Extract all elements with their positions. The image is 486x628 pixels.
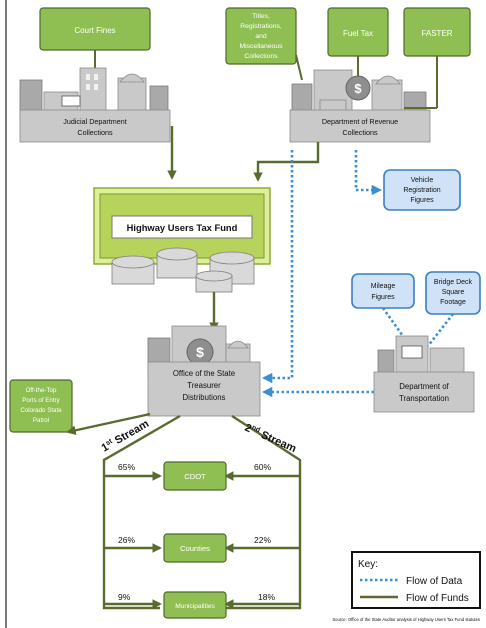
counties-second-pct: 22%	[254, 535, 271, 545]
vehicle-line-3: Figures	[410, 197, 434, 204]
mileage-line-1: Mileage	[371, 283, 396, 290]
off-top-line-3: Colorado State	[20, 407, 62, 414]
recipient-municipalities: Municipalities	[163, 591, 227, 619]
faster-label: FASTER	[421, 29, 452, 38]
judicial-label-2: Collections	[77, 128, 113, 137]
off-top-line-4: Patrol	[33, 417, 49, 424]
bridge-deck-box: Bridge Deck Square Footage	[425, 271, 481, 315]
legend-key: Key: Flow of Data Flow of Funds	[351, 551, 481, 609]
fuel-tax-label: Fuel Tax	[343, 29, 373, 38]
court-fines-label: Court Fines	[74, 26, 115, 35]
municipalities-label: Municipalities	[175, 603, 215, 610]
revenue-to-fund-arrow	[253, 142, 320, 182]
bridge-line-3: Footage	[440, 299, 466, 306]
fuel-tax-box: Fuel Tax	[327, 7, 389, 57]
revenue-to-vehicle-data	[354, 150, 383, 196]
titles-line-3: and	[255, 33, 267, 40]
recipient-cdot: CDOT	[163, 461, 227, 491]
treasurer-building: $ Office of the State Treasurer Distribu…	[147, 325, 261, 417]
source-note: Source: Office of the State Auditor anal…	[332, 617, 480, 622]
titles-line-5: Collections	[244, 53, 278, 60]
bridge-line-2: Square	[442, 289, 465, 296]
judicial-building: Judicial Department Collections	[19, 67, 171, 143]
transportation-label-2: Transportation	[399, 394, 449, 403]
bridge-to-transportation-data	[426, 313, 455, 347]
bridge-line-1: Bridge Deck	[434, 279, 473, 286]
vehicle-line-2: Registration	[403, 187, 440, 194]
revenue-label-2: Collections	[342, 128, 378, 137]
transportation-label-1: Department of	[399, 382, 449, 391]
treasurer-label-1: Office of the State	[173, 369, 235, 378]
judicial-label-1: Judicial Department	[63, 117, 127, 126]
second-stream-label: 2nd Stream	[243, 422, 298, 455]
dollar-icon: $	[196, 344, 204, 360]
counties-label: Counties	[180, 544, 210, 553]
transportation-building: Department of Transportation	[373, 335, 475, 413]
cdot-label: CDOT	[184, 472, 206, 481]
off-the-top-box: Off-the-Top Ports of Entry Colorado Stat…	[9, 379, 73, 433]
counties-first-pct: 26%	[118, 535, 135, 545]
municipalities-first-pct: 9%	[118, 592, 131, 602]
cdot-second-pct: 60%	[254, 462, 271, 472]
treasurer-label-3: Distributions	[183, 393, 226, 402]
titles-line-2: Registrations,	[240, 23, 282, 30]
key-title: Key:	[358, 559, 378, 570]
vehicle-registration-box: Vehicle Registration Figures	[383, 169, 461, 211]
titles-line-1: Titles,	[252, 13, 270, 20]
stream-lines	[102, 414, 302, 610]
treasurer-label-2: Treasurer	[187, 381, 221, 390]
revenue-label-1: Department of Revenue	[322, 117, 398, 126]
vehicle-line-1: Vehicle	[411, 177, 434, 184]
revenue-to-treasurer-data	[261, 150, 294, 384]
key-data-label: Flow of Data	[406, 576, 463, 587]
recipient-counties: Counties	[163, 533, 227, 563]
titles-line-4: Miscellaneous	[239, 43, 283, 50]
titles-registrations-box: Titles, Registrations, and Miscellaneous…	[225, 7, 297, 65]
mileage-line-2: Figures	[371, 294, 395, 301]
mileage-figures-box: Mileage Figures	[351, 273, 415, 309]
off-top-line-2: Ports of Entry	[22, 397, 60, 404]
key-funds-label: Flow of Funds	[406, 593, 469, 604]
revenue-building: $ Department of Revenue Collections	[289, 69, 431, 143]
dollar-icon: $	[354, 81, 362, 96]
faster-box: FASTER	[403, 7, 471, 57]
off-top-line-1: Off-the-Top	[26, 387, 57, 394]
municipalities-second-pct: 18%	[258, 592, 275, 602]
cdot-first-pct: 65%	[118, 462, 135, 472]
coin-stacks	[111, 247, 255, 293]
fund-name: Highway Users Tax Fund	[127, 222, 238, 233]
court-fines-box: Court Fines	[39, 7, 151, 51]
treasurer-to-off-top-arrow	[66, 412, 151, 436]
source-connectors	[94, 50, 438, 108]
